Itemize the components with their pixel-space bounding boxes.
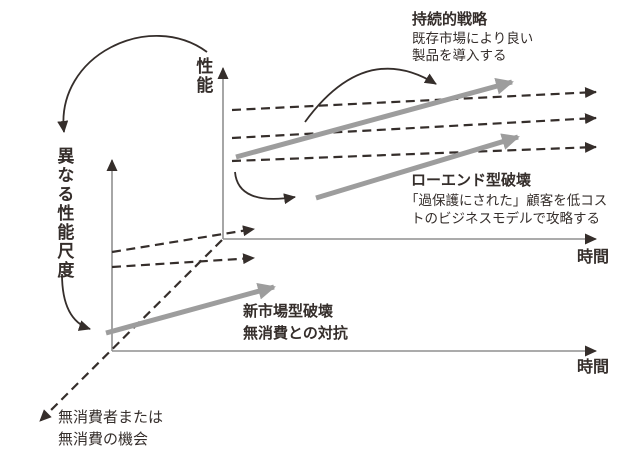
- upper-dashed-trajectory-top: [231, 87, 597, 112]
- different-metric-axis-label: 異なる性能尺度: [54, 147, 74, 280]
- non-consumption-line2: 無消費の機会: [58, 431, 149, 448]
- non-consumption-line1: 無消費者または: [58, 409, 164, 426]
- lower-dashed-trajectory-top: [111, 225, 255, 254]
- sustaining-desc-line2: 製品を導入する: [412, 48, 507, 63]
- time-axis-label-lower: 時間: [577, 359, 610, 376]
- new-market-disruption-arrow: [105, 283, 276, 336]
- low-end-desc-line2: トのビジネスモデルで攻略する: [411, 211, 600, 226]
- curve-to-low-end-arrow: [234, 171, 296, 205]
- time-axis-label-upper: 時間: [577, 249, 610, 266]
- lower-dashed-trajectory-bottom: [111, 253, 255, 269]
- curve-to-sustaining-arrow: [304, 67, 437, 123]
- upper-dashed-trajectory-bottom: [231, 141, 597, 163]
- low-end-title: ローエンド型破壊: [411, 172, 532, 189]
- performance-axis-label: 性能: [193, 57, 213, 95]
- sustaining-title: 持続的戦略: [412, 11, 488, 28]
- new-market-title-line1: 新市場型破壊: [243, 303, 334, 320]
- sustaining-desc-line1: 既存市場により良い: [412, 31, 534, 46]
- curve-to-new-market-origin: [61, 273, 91, 331]
- low-end-disruption-arrow: [315, 133, 520, 201]
- curve-performance-to-different-metric: [57, 35, 208, 133]
- low-end-desc-line1: 「過保護にされた」顧客を低コス: [405, 193, 608, 208]
- sustaining-strategy-arrow: [235, 77, 514, 160]
- upper-dashed-trajectory-middle: [231, 113, 597, 140]
- new-market-title-line2: 無消費との対抗: [243, 325, 348, 342]
